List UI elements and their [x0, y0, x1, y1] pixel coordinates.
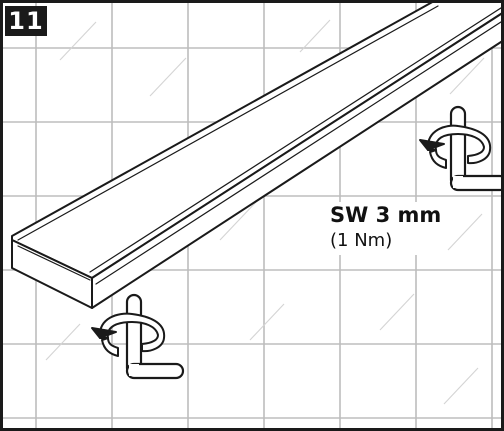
drain-cover	[11, 0, 504, 309]
key-size-label: SW 3 mm	[330, 203, 442, 227]
torque-value-label: (1 Nm)	[330, 230, 393, 251]
torque-spec: SW 3 mm (1 Nm)	[324, 202, 448, 255]
rotation-arrow-icon	[419, 124, 492, 169]
step-number-badge: 11	[5, 6, 47, 36]
rotation-arrow-icon	[91, 312, 166, 357]
